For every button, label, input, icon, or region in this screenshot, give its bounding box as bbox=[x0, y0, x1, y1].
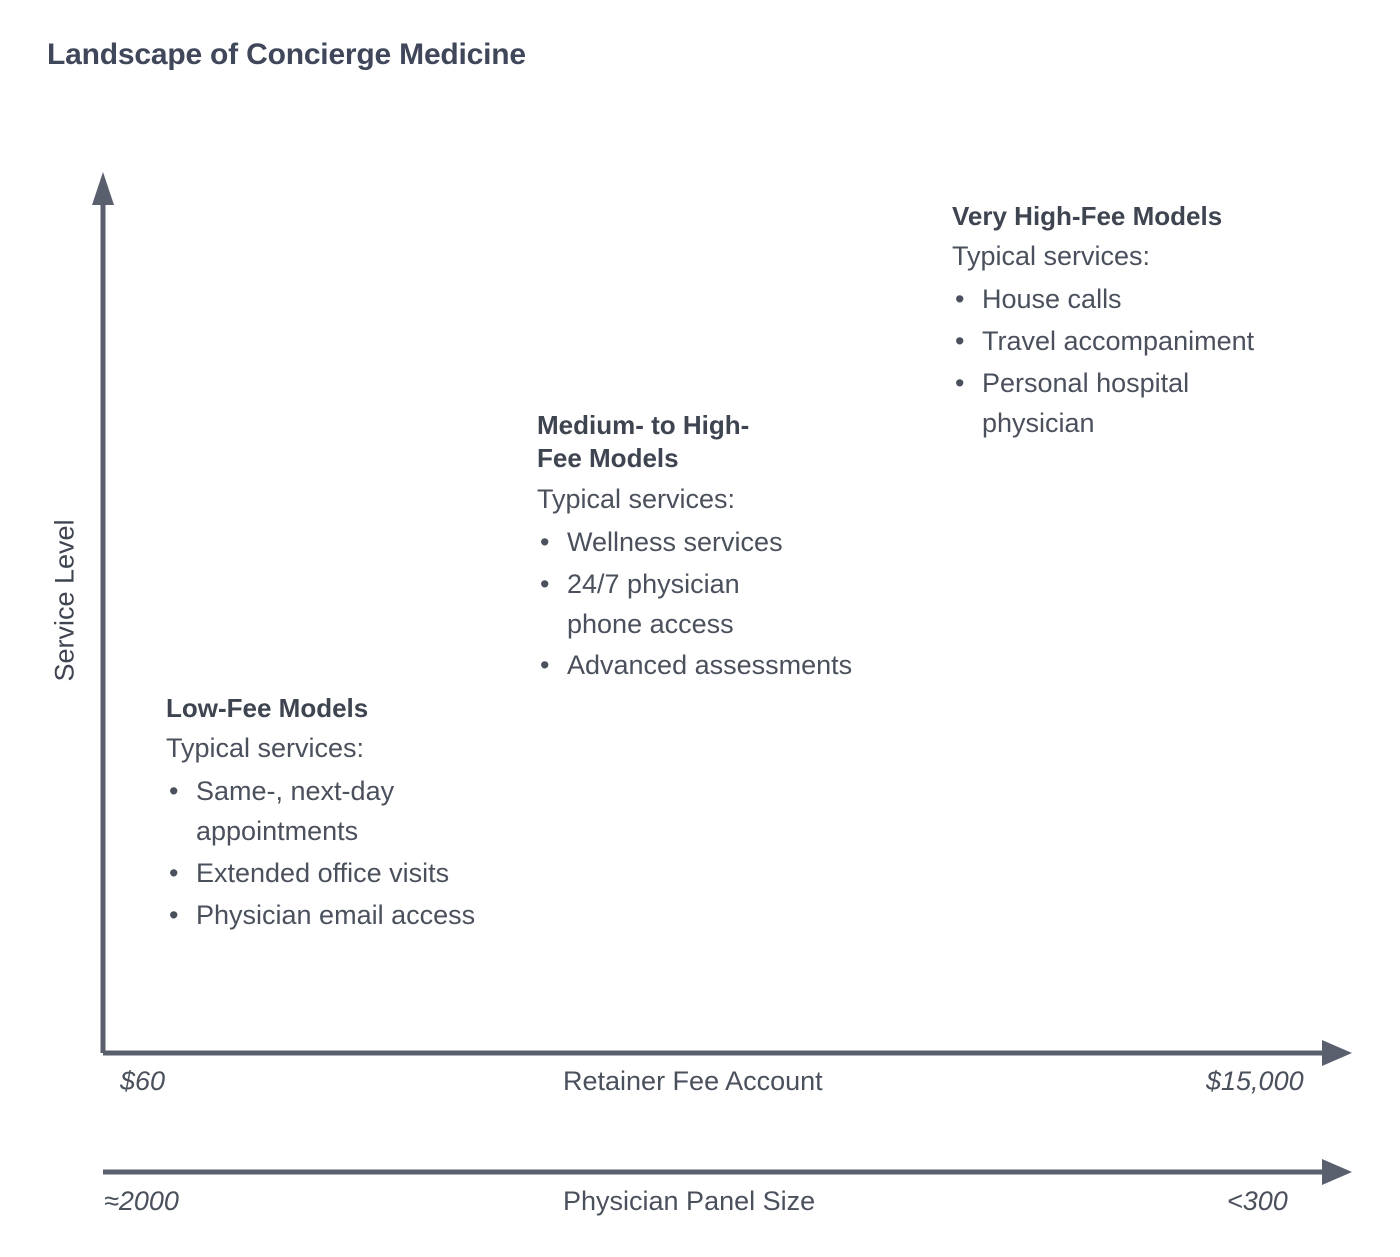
bullet-icon: • bbox=[540, 568, 550, 599]
list-item: • House calls bbox=[952, 280, 1372, 320]
very-high-fee-list: • House calls • Travel accompaniment • P… bbox=[952, 280, 1372, 444]
medium-to-high-fee-subtitle: Typical services: bbox=[537, 483, 736, 514]
list-item-line1: Extended office visits bbox=[196, 858, 450, 889]
list-item-line1: Wellness services bbox=[567, 526, 783, 557]
list-item-line1: Travel accompaniment bbox=[982, 326, 1255, 357]
list-item-line2: phone access bbox=[567, 608, 734, 639]
page-title: Landscape of Concierge Medicine bbox=[47, 38, 526, 71]
medium-to-high-fee-heading-line2: Fee Models bbox=[537, 443, 679, 474]
very-high-fee-subtitle: Typical services: bbox=[952, 241, 1151, 272]
list-item-line1: House calls bbox=[982, 284, 1122, 315]
list-item: • Advanced assessments bbox=[537, 646, 967, 686]
y-axis-arrowhead bbox=[92, 172, 114, 205]
list-item-line1: Advanced assessments bbox=[567, 650, 853, 681]
fee-axis-min-label: $60 bbox=[120, 1066, 166, 1096]
list-item-line1: Personal hospital bbox=[982, 368, 1190, 399]
medium-to-high-fee-heading-line1: Medium- to High- bbox=[537, 410, 750, 440]
quadrant-low-fee: Low-Fee Models Typical services: • Same-… bbox=[166, 692, 586, 938]
bullet-icon: • bbox=[540, 650, 550, 681]
very-high-fee-heading: Very High-Fee Models bbox=[952, 201, 1223, 231]
list-item: • Physician email access bbox=[166, 896, 586, 936]
x-axis-arrowhead bbox=[1322, 1040, 1352, 1066]
quadrant-medium-to-high-fee: Medium- to High- Fee Models Typical serv… bbox=[537, 409, 967, 688]
low-fee-heading: Low-Fee Models bbox=[166, 693, 369, 723]
list-item-line2: physician bbox=[982, 408, 1095, 439]
bullet-icon: • bbox=[955, 326, 965, 357]
low-fee-list: • Same-, next-day appointments • Extende… bbox=[166, 772, 586, 936]
panel-axis-min-label: ≈2000 bbox=[104, 1186, 179, 1216]
bullet-icon: • bbox=[169, 900, 179, 931]
list-item: • Personal hospital physician bbox=[952, 364, 1372, 444]
panel-axis-title: Physician Panel Size bbox=[563, 1186, 816, 1216]
low-fee-subtitle: Typical services: bbox=[166, 733, 365, 764]
quadrant-very-high-fee: Very High-Fee Models Typical services: •… bbox=[952, 200, 1372, 446]
fee-axis-title: Retainer Fee Account bbox=[563, 1066, 823, 1096]
bullet-icon: • bbox=[955, 368, 965, 399]
list-item: • Wellness services bbox=[537, 523, 967, 563]
list-item-line1: Same-, next-day bbox=[196, 776, 395, 807]
list-item: • Same-, next-day appointments bbox=[166, 772, 586, 852]
fee-axis-max-label: $15,000 bbox=[1206, 1066, 1304, 1096]
bullet-icon: • bbox=[955, 284, 965, 315]
medium-to-high-fee-list: • Wellness services • 24/7 physician pho… bbox=[537, 523, 967, 687]
secondary-x-axis-arrowhead bbox=[1322, 1159, 1352, 1185]
bullet-icon: • bbox=[169, 858, 179, 889]
y-axis-title: Service Level bbox=[49, 519, 80, 682]
list-item-line1: Physician email access bbox=[196, 900, 476, 931]
list-item-line2: appointments bbox=[196, 816, 359, 847]
list-item: • 24/7 physician phone access bbox=[537, 565, 967, 645]
medium-to-high-fee-heading: Medium- to High- Fee Models bbox=[537, 409, 967, 476]
panel-axis-max-label: <300 bbox=[1227, 1186, 1288, 1216]
list-item: • Extended office visits bbox=[166, 854, 586, 894]
bullet-icon: • bbox=[169, 776, 179, 807]
list-item-line1: 24/7 physician bbox=[567, 568, 740, 599]
bullet-icon: • bbox=[540, 526, 550, 557]
list-item: • Travel accompaniment bbox=[952, 322, 1372, 362]
